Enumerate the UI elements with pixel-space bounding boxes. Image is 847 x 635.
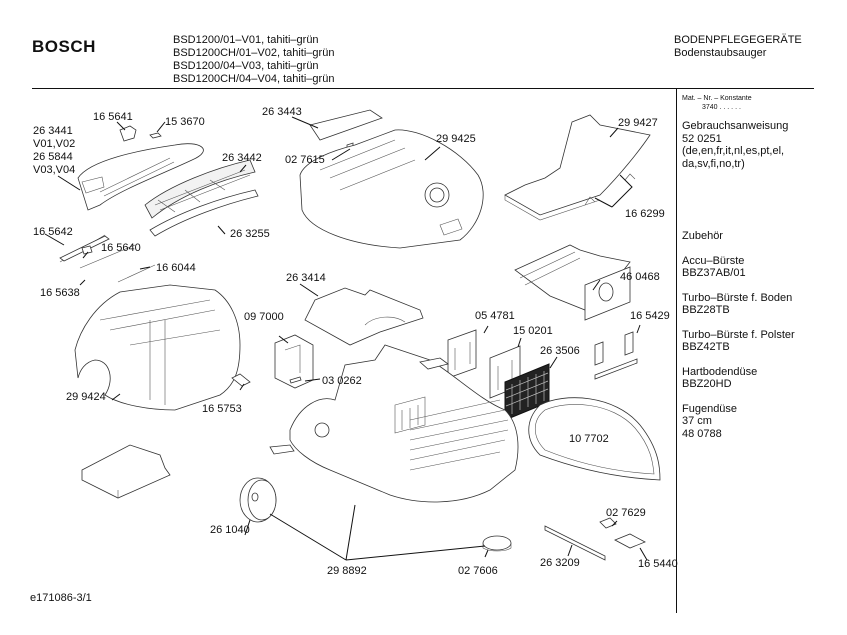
sidebar-divider [676, 89, 677, 613]
flap-part [504, 114, 651, 221]
switch-module-part [614, 533, 646, 549]
part-label: 16 5440 [638, 558, 678, 570]
wheel-clip-part [482, 535, 512, 552]
category-subtitle: Bodenstaubsauger [674, 47, 767, 59]
gasket-part [528, 397, 661, 481]
part-label: 29 8892 [327, 565, 367, 577]
accessory-item: Turbo–Bürste f. Polster BBZ42TB [682, 329, 842, 354]
accessory-code: BBZ28TB [682, 304, 730, 316]
foam-plate-part [304, 287, 424, 346]
connector-part [599, 517, 617, 529]
manual-number: 52 0251 [682, 132, 722, 145]
dust-bag-part [514, 244, 631, 321]
part-label: 10 7702 [569, 433, 609, 445]
small-clip-part [231, 373, 251, 387]
accessory-code: BBZ37AB/01 [682, 267, 746, 279]
document-id: e171086-3/1 [30, 592, 92, 604]
part-label: 29 9427 [618, 117, 658, 129]
manual-languages: da,sv,fi,no,tr) [682, 157, 745, 170]
base-housing-part [289, 344, 519, 503]
pin-part [289, 376, 302, 384]
part-label: 16 6044 [156, 262, 196, 274]
accessory-name: Accu–Bürste [682, 254, 745, 267]
part-label: 16 5638 [40, 287, 80, 299]
part-label: 03 0262 [322, 375, 362, 387]
accessory-name: Fugendüse [682, 402, 738, 415]
leader-lines [44, 116, 648, 561]
small-rail-part [269, 357, 449, 455]
grille-part [144, 159, 256, 219]
manual-block: Gebrauchsanweisung 52 0251 (de,en,fr,it,… [682, 120, 842, 170]
accessory-code: BBZ42TB [682, 341, 730, 353]
category-title: BODENPFLEGEGERÄTE [674, 34, 802, 46]
small-block-part [149, 132, 162, 139]
mat-nr-label: Mat. – Nr. – Konstante [682, 95, 752, 102]
wire-part [59, 234, 156, 283]
accessory-item: Hartbodendüse BBZ20HD [682, 366, 842, 391]
foam-block-part [81, 444, 171, 499]
model-line: BSD1200CH/04–V04, tahiti–grün [173, 73, 335, 85]
part-label: 02 7629 [606, 507, 646, 519]
part-number: 26 3441 [33, 125, 73, 137]
upper-housing-part [299, 129, 484, 249]
variant-label: V03,V04 [33, 164, 76, 176]
wheel-part [239, 477, 277, 523]
model-line: BSD1200CH/01–V02, tahiti–grün [173, 47, 335, 59]
category-block: BODENPFLEGEGERÄTE Bodenstaubsauger [674, 34, 802, 60]
part-label: 26 3443 [262, 106, 302, 118]
part-label: 16 5753 [202, 403, 242, 415]
part-label: 15 0201 [513, 325, 553, 337]
accessory-name: Turbo–Bürste f. Polster [682, 328, 795, 341]
brand-logo: BOSCH [32, 37, 96, 56]
part-label: 29 9424 [66, 391, 106, 403]
part-label: 15 3670 [165, 116, 205, 128]
lower-housing-part [74, 284, 241, 411]
filter-pad-part [447, 329, 477, 379]
part-label: 26 3441 V01,V02 26 5844 V03,V04 [33, 125, 75, 177]
part-label: 26 3255 [230, 228, 270, 240]
accessory-item: Turbo–Bürste f. Boden BBZ28TB [682, 292, 842, 317]
bag-holder-part [594, 331, 638, 380]
part-label: 09 7000 [244, 311, 284, 323]
top-cover-part [77, 143, 204, 211]
part-label: 26 3414 [286, 272, 326, 284]
accessories-title: Zubehör [682, 230, 723, 242]
rail-part [544, 525, 606, 561]
accessory-code: BBZ20HD [682, 378, 732, 390]
manual-languages: (de,en,fr,it,nl,es,pt,el, [682, 145, 785, 157]
accessory-name: Hartbodendüse [682, 365, 758, 378]
part-label: 16 5640 [101, 242, 141, 254]
mat-nr-value: 3740 . . . . . . [702, 104, 741, 111]
model-line: BSD1200/01–V01, tahiti–grün [173, 34, 319, 46]
part-label: 29 9425 [436, 133, 476, 145]
part-label: 26 3442 [222, 152, 262, 164]
variant-label: V01,V02 [33, 138, 76, 150]
accessory-item: Accu–Bürste BBZ37AB/01 [682, 255, 842, 280]
accessory-code: 48 0788 [682, 427, 722, 440]
manual-title: Gebrauchsanweisung [682, 120, 789, 132]
model-line: BSD1200/04–V03, tahiti–grün [173, 60, 319, 72]
accessory-name: Turbo–Bürste f. Boden [682, 291, 793, 304]
accessory-size: 37 cm [682, 415, 712, 427]
accessory-item: Fugendüse 37 cm 48 0788 [682, 403, 842, 441]
part-label: 02 7606 [458, 565, 498, 577]
part-label: 16 5429 [630, 310, 670, 322]
part-label: 16 5642 [33, 226, 73, 238]
part-label: 05 4781 [475, 310, 515, 322]
sidebar: Mat. – Nr. – Konstante 3740 . . . . . . … [682, 94, 842, 452]
header-divider [32, 88, 814, 89]
part-label: 26 3209 [540, 557, 580, 569]
part-number: 26 5844 [33, 151, 73, 163]
part-label: 46 0468 [620, 271, 660, 283]
part-label: 26 3506 [540, 345, 580, 357]
model-list: BSD1200/01–V01, tahiti–grün BSD1200CH/01… [173, 34, 334, 86]
clip-part [119, 125, 137, 142]
part-label: 02 7615 [285, 154, 325, 166]
part-label: 26 1040 [210, 524, 250, 536]
filter-mat-part [149, 189, 259, 237]
part-label: 16 5641 [93, 111, 133, 123]
part-label: 16 6299 [625, 208, 665, 220]
